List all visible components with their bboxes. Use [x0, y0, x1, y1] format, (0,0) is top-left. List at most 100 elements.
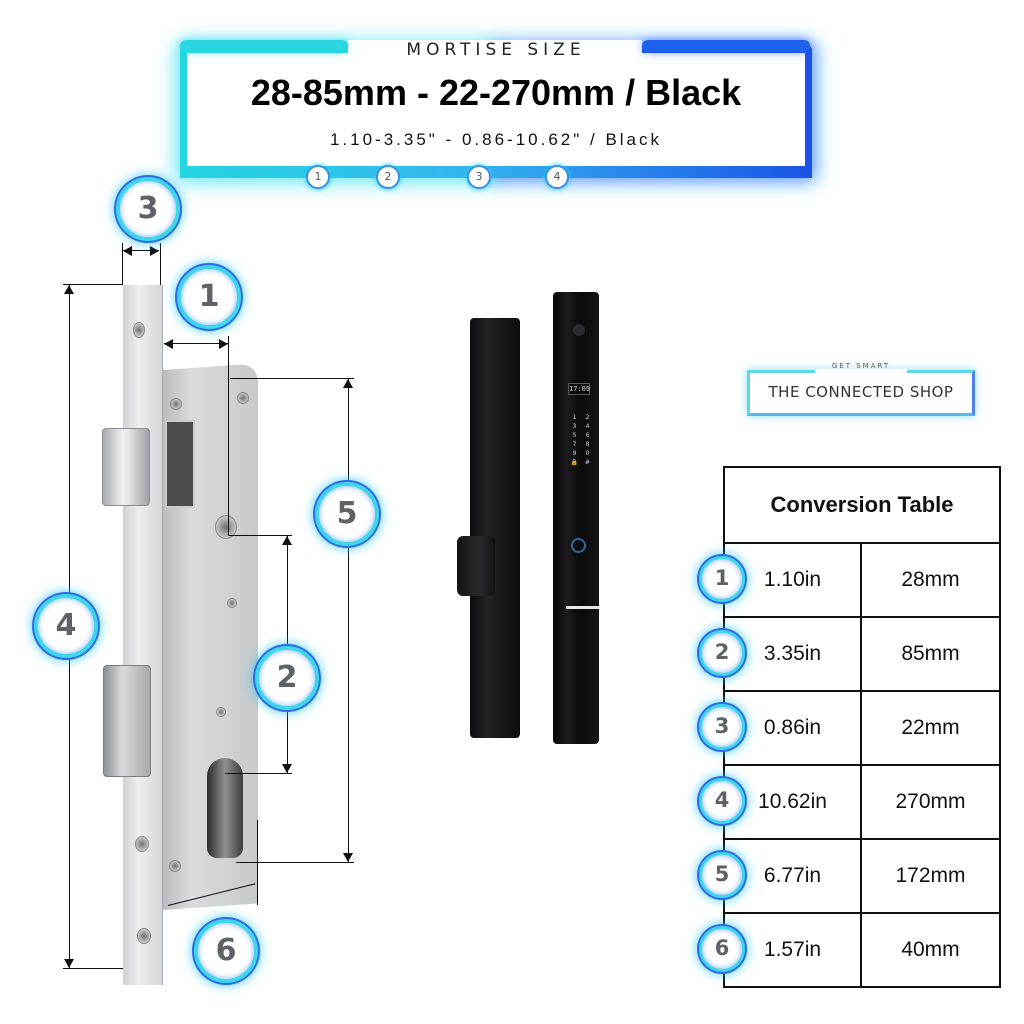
dim-line-1 [164, 343, 228, 344]
key: 5 [572, 432, 577, 439]
lock-key-icon: 🔒 [570, 459, 579, 466]
arrow-up-icon [64, 285, 74, 294]
dim-ext-2-top [228, 535, 292, 536]
row-badge-1: 1 [699, 556, 745, 602]
spindle-hole [215, 515, 237, 539]
dimension-badge-5: 5 [315, 482, 379, 546]
lock-handle-back [470, 318, 520, 738]
arrow-up-icon [343, 379, 353, 388]
header-frame-gap [348, 40, 642, 60]
mortise-lock-diagram: 3 1 5 4 2 6 [0, 0, 420, 1024]
arrow-down-icon [282, 764, 292, 773]
conversion-table: Conversion Table 1.10in 28mm 3.35in 85mm… [723, 466, 1001, 988]
key: 9 [572, 450, 577, 457]
header-title: 28-85mm - 22-270mm / Black [250, 72, 742, 113]
latch-window [165, 420, 195, 508]
key: 1 [572, 414, 577, 421]
table-row: 1.57in 40mm [723, 912, 1001, 988]
mm-cell: 40mm [860, 912, 1001, 988]
inches-cell: 10.62in [723, 764, 862, 840]
dim-line-5 [348, 378, 349, 862]
mm-cell: 22mm [860, 690, 1001, 766]
key: 2 [585, 414, 590, 421]
dim-line-3 [123, 250, 159, 251]
mini-badge-4: 4 [545, 165, 569, 189]
arrow-left-icon [164, 339, 173, 349]
key: # [584, 459, 591, 466]
key: 0 [585, 450, 590, 457]
dimension-badge-4: 4 [34, 594, 98, 658]
lock-keypad-panel [553, 292, 599, 744]
header-panel [187, 53, 805, 171]
table-row: 3.35in 85mm [723, 616, 1001, 692]
cylinder-hole [207, 758, 243, 858]
lock-faceplate [123, 285, 163, 985]
dim-ext-3-left [122, 243, 123, 285]
dimension-badge-1: 1 [177, 265, 241, 329]
lock-display: 17:09 [568, 383, 591, 395]
key: 6 [585, 432, 590, 439]
screw-hole [133, 322, 145, 338]
key: 8 [585, 441, 590, 448]
key: 3 [572, 423, 577, 430]
screw-hole [170, 398, 182, 410]
dim-ext-1 [228, 336, 229, 536]
logo-tagline: GET SMART [831, 362, 891, 370]
mm-cell: 172mm [860, 838, 1001, 914]
table-row: 0.86in 22mm [723, 690, 1001, 766]
screw-hole [237, 392, 249, 404]
mini-badge-3: 3 [467, 165, 491, 189]
mm-cell: 85mm [860, 616, 1001, 692]
arrow-down-icon [64, 959, 74, 968]
inches-cell: 1.57in [723, 912, 862, 988]
mini-badge-1: 1 [306, 165, 330, 189]
brand-logo: GET SMART THE CONNECTED SHOP [745, 362, 977, 418]
row-badge-3: 3 [699, 704, 745, 750]
dead-bolt [103, 665, 151, 777]
header-bottom-bar [180, 166, 812, 178]
screw-hole [227, 598, 237, 608]
table-row: 6.77in 172mm [723, 838, 1001, 914]
arrow-up-icon [282, 536, 292, 545]
table-header-row: Conversion Table [723, 466, 1001, 544]
arrow-left-icon [123, 246, 132, 256]
dimension-badge-6: 6 [194, 919, 258, 983]
logo-frame-gap [815, 369, 907, 374]
mini-badge-2: 2 [376, 165, 400, 189]
dimension-badge-3: 3 [116, 177, 180, 241]
lock-lever [457, 536, 495, 596]
screw-hole [216, 707, 226, 717]
dim-ext-2-bottom [225, 773, 292, 774]
row-badge-4: 4 [699, 778, 745, 824]
dim-ext-5-top [230, 378, 354, 379]
latch-bolt [102, 428, 150, 506]
inches-cell: 3.35in [723, 616, 862, 692]
arrow-right-icon [219, 339, 228, 349]
panel-seam [566, 606, 599, 609]
fingerprint-sensor-icon [571, 538, 586, 553]
screw-hole [137, 928, 151, 944]
camera-icon [573, 324, 585, 336]
inches-cell: 0.86in [723, 690, 862, 766]
inches-cell: 1.10in [723, 542, 862, 618]
table-row: 1.10in 28mm [723, 542, 1001, 618]
dim-ext-6 [257, 820, 258, 905]
mm-cell: 270mm [860, 764, 1001, 840]
dim-ext-4-bottom [63, 968, 123, 969]
table-title: Conversion Table [723, 466, 1001, 544]
key: 4 [585, 423, 590, 430]
logo-name: THE CONNECTED SHOP [768, 383, 954, 401]
row-badge-6: 6 [699, 926, 745, 972]
arrow-down-icon [343, 853, 353, 862]
screw-hole [135, 836, 149, 852]
mortise-size-header: MORTISE SIZE 28-85mm - 22-270mm / Black … [180, 40, 812, 189]
lock-keypad: 1 2 3 4 5 6 7 8 9 0 🔒 # [568, 414, 594, 466]
screw-hole [169, 860, 181, 872]
inches-cell: 6.77in [723, 838, 862, 914]
row-badge-5: 5 [699, 852, 745, 898]
dim-ext-3-right [160, 243, 161, 285]
dim-ext-4-top [63, 284, 123, 285]
header-cap-right [642, 40, 810, 52]
dimension-badge-2: 2 [255, 646, 319, 710]
mm-cell: 28mm [860, 542, 1001, 618]
